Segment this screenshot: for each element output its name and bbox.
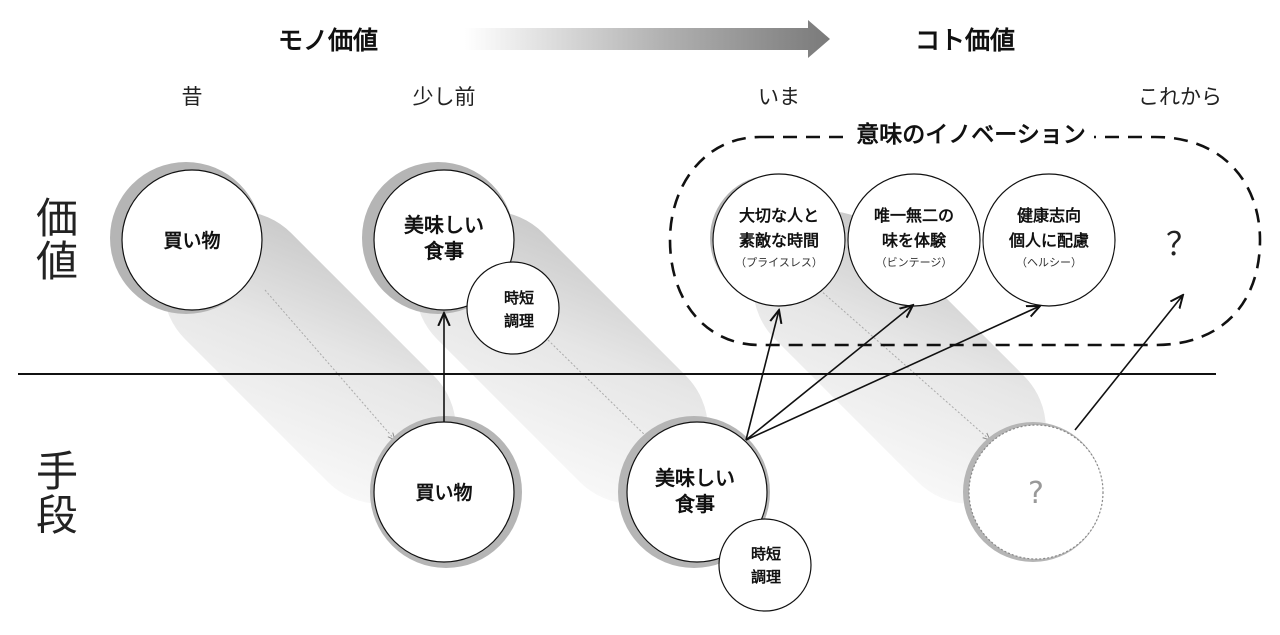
- past-value-circle: [121, 169, 263, 311]
- era-now: いま: [758, 85, 800, 109]
- era-past: 昔: [182, 85, 203, 109]
- era-recent: 少し前: [413, 85, 476, 109]
- koto-value-label: コト価値: [915, 26, 1015, 55]
- now-value-1-line-1: 大切な人と: [739, 206, 819, 225]
- now-value-1-note: （プライスレス）: [735, 256, 823, 269]
- innovation-label: 意味のイノベーション: [856, 121, 1086, 148]
- recent-sub-line-2: 調理: [504, 312, 534, 330]
- recent-value-line-1: 美味しい: [404, 213, 484, 237]
- now-value-2-note: （ビンテージ）: [876, 256, 953, 269]
- future-means-text: ?: [1028, 476, 1044, 511]
- mono-value-label: モノ価値: [278, 26, 378, 55]
- era-future: これから: [1138, 85, 1222, 109]
- arrow-now-to-value-3: [745, 306, 1040, 441]
- past-value-text: 買い物: [163, 229, 220, 252]
- flow-arrow-now: [819, 289, 990, 440]
- now-value-3-line-1: 健康志向: [1017, 206, 1081, 225]
- future-means-circle: [968, 424, 1104, 560]
- now-value-circle-3: [982, 173, 1116, 307]
- now-value-3-note: （ヘルシー）: [1016, 256, 1082, 269]
- now-value-2-line-1: 唯一無二の: [874, 206, 954, 225]
- recent-value-circle: [373, 169, 515, 311]
- now-means-sub-line-1: 時短: [751, 545, 781, 563]
- arrow-now-to-value-2: [745, 305, 913, 441]
- now-value-circle-1: [712, 173, 846, 307]
- now-means-line-2: 食事: [675, 492, 715, 516]
- arrow-future-to-value: [1074, 295, 1183, 431]
- flow-arrow-past: [264, 289, 395, 440]
- axis-value-char-2: 値: [36, 237, 78, 286]
- recent-sub-line-1: 時短: [504, 289, 534, 307]
- recent-sub-circle: [466, 261, 560, 355]
- innovation-boundary: [668, 135, 1262, 347]
- innovation-label-bg: [848, 113, 1094, 153]
- now-value-1-line-2: 素敵な時間: [739, 231, 819, 250]
- axis-value-char-1: 価: [36, 194, 78, 243]
- progress-arrow: [465, 20, 830, 58]
- now-means-line-1: 美味しい: [655, 466, 735, 490]
- recent-value-line-2: 食事: [424, 239, 464, 263]
- axis-means-char-1: 手: [36, 447, 78, 496]
- now-means-sub-line-2: 調理: [751, 568, 781, 586]
- axis-means-char-2: 段: [36, 491, 78, 540]
- arrow-now-to-value-1: [745, 310, 779, 441]
- now-value-2-line-2: 味を体験: [882, 231, 947, 250]
- recent-means-text: 買い物: [415, 481, 472, 504]
- future-value-text: ？: [1166, 225, 1198, 263]
- now-means-circle: [626, 421, 768, 563]
- now-value-3-line-2: 個人に配慮: [1008, 231, 1089, 250]
- now-means-sub-circle: [718, 518, 812, 612]
